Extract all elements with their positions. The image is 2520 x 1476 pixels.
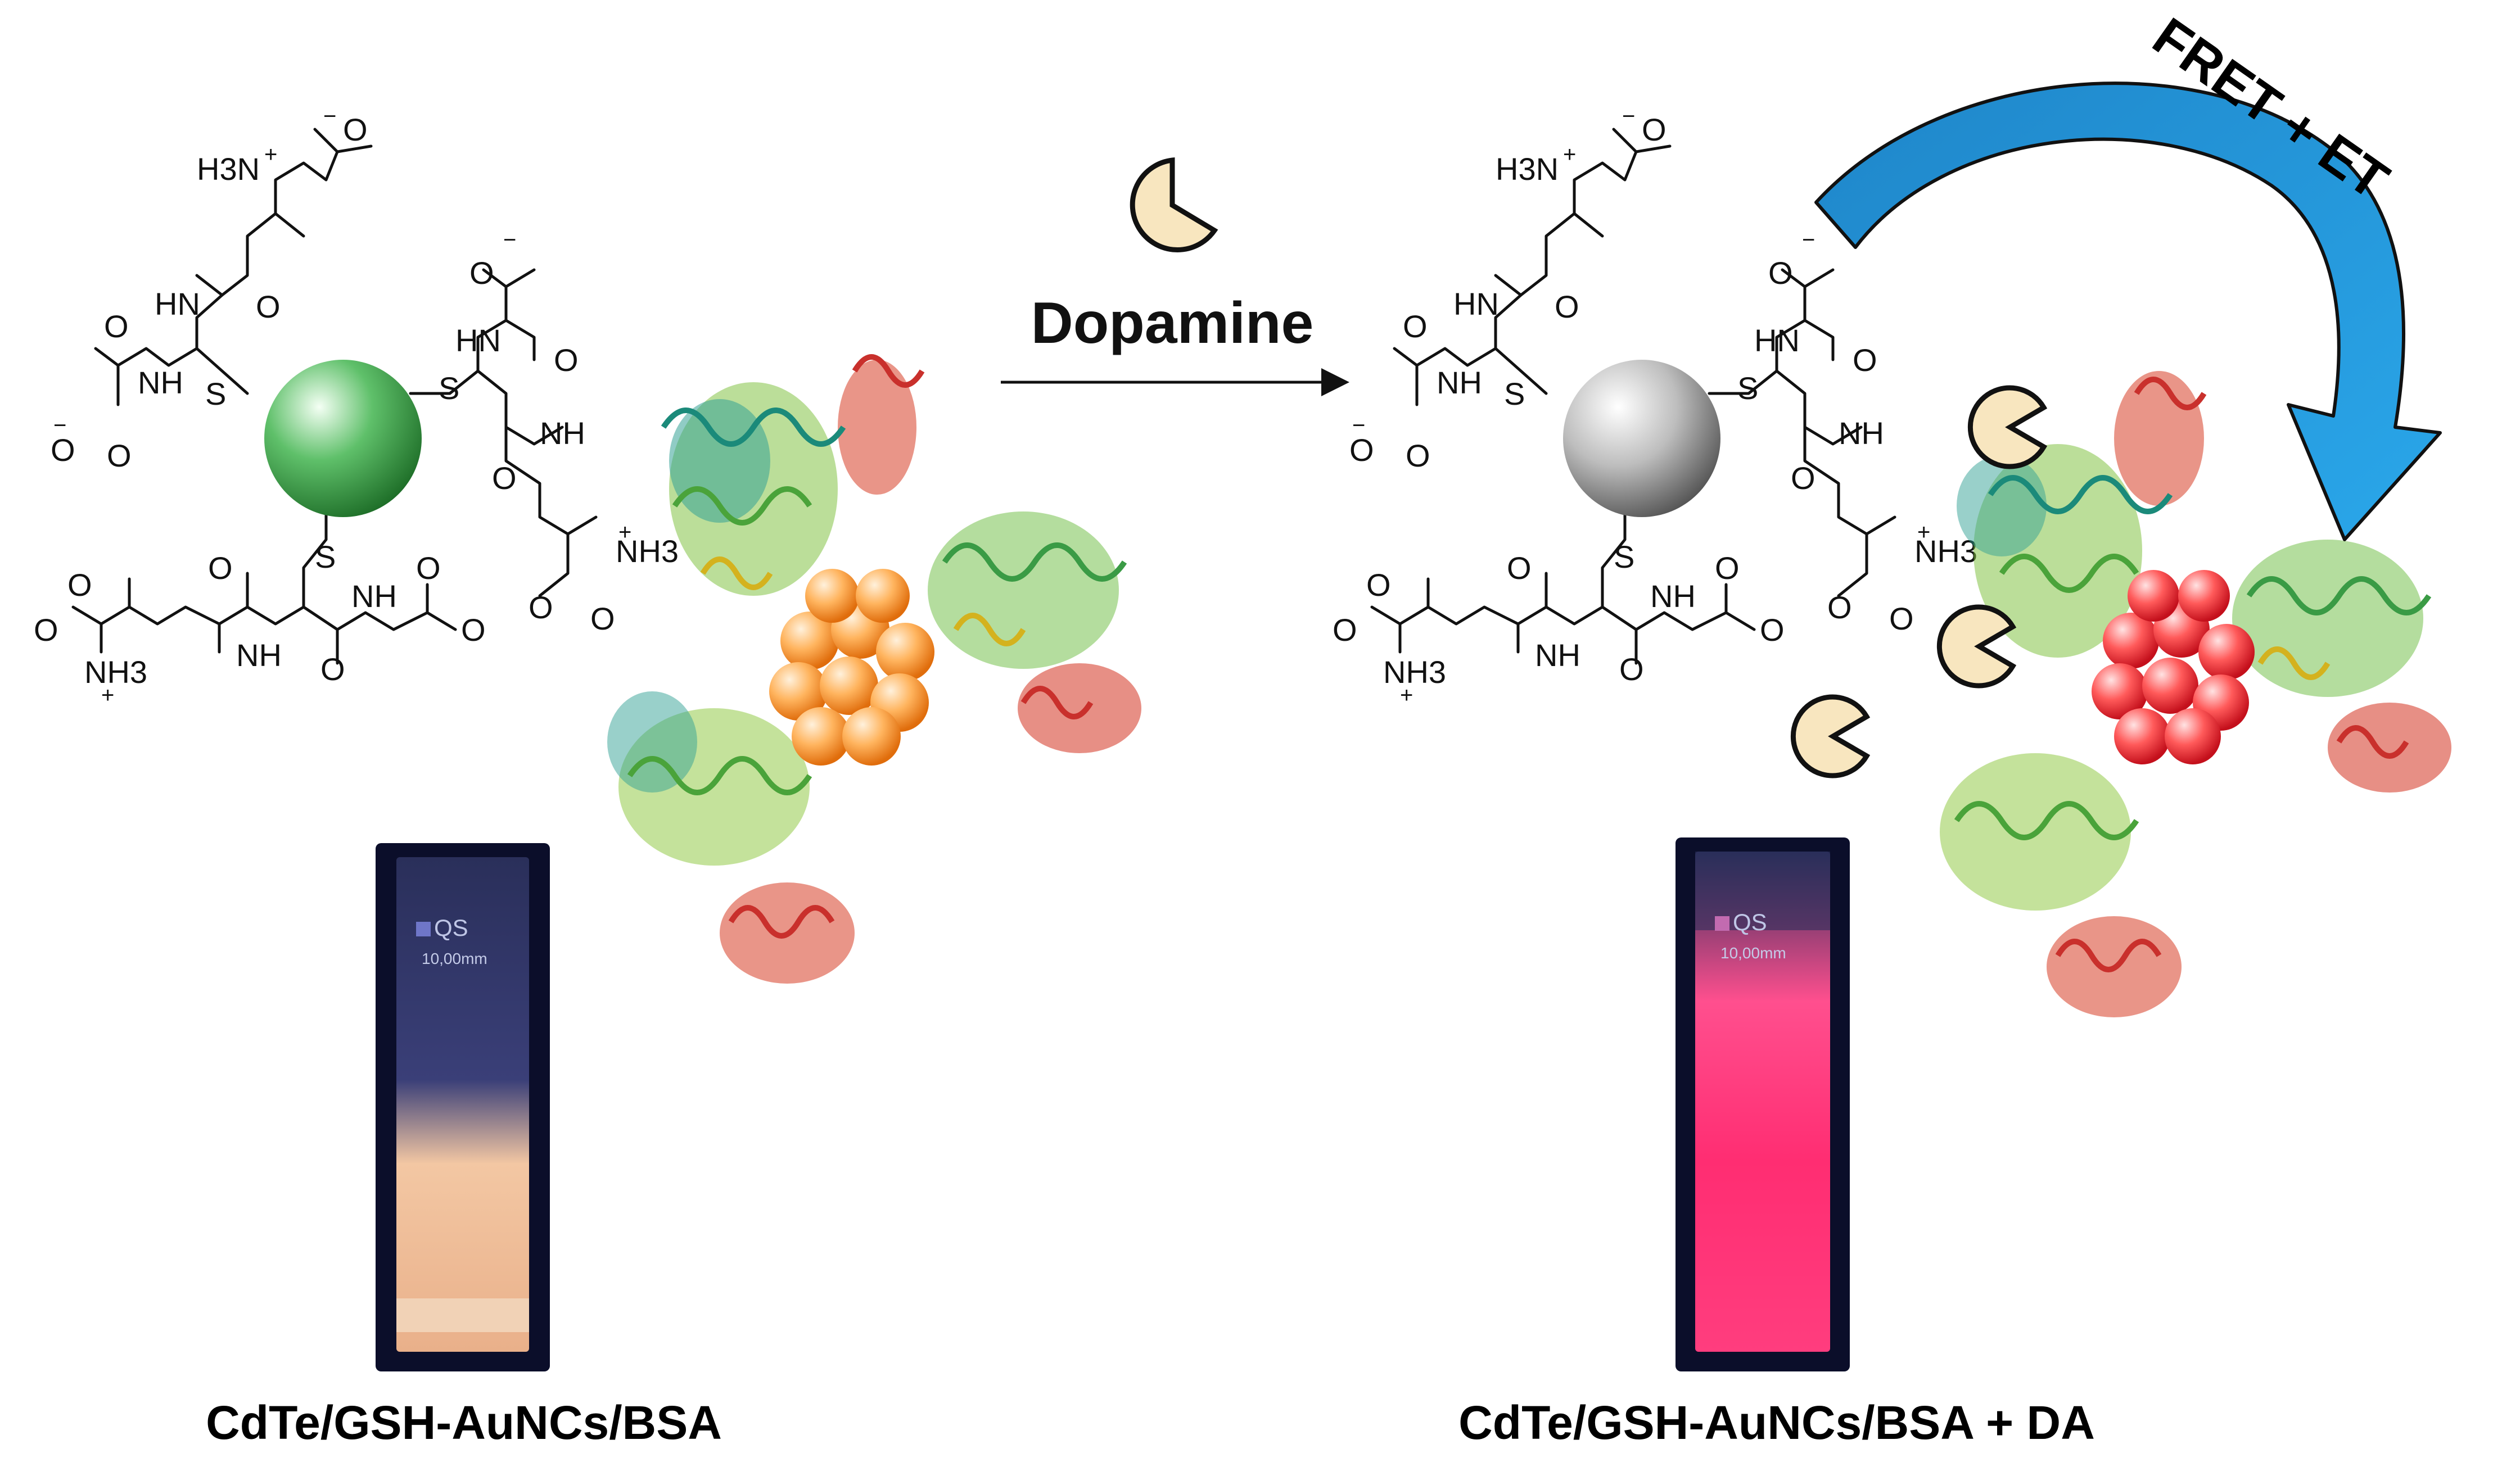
left-cdte-cluster: [769, 569, 934, 766]
right-o-8: O: [1715, 550, 1740, 586]
right-aunc-core: [1563, 360, 1720, 517]
right-cuvette: QS 10,00mm: [1676, 837, 1850, 1371]
left-o-minus-2: O: [469, 255, 494, 291]
left-sulfur-1: S: [205, 376, 226, 411]
right-sulfur-3: S: [1614, 539, 1634, 574]
left-cuvette: QS 10,00mm: [376, 843, 550, 1371]
right-amide-nh: NH: [1437, 365, 1482, 400]
left-o-minus-1: O: [51, 432, 75, 468]
right-o-top: O: [1642, 112, 1667, 147]
left-o-gly: O: [104, 309, 129, 344]
right-o-4: O: [1827, 590, 1852, 625]
right-amide-nh-4: NH: [1650, 578, 1696, 614]
left-o-6: O: [208, 550, 233, 586]
left-plus-3: +: [101, 683, 114, 708]
right-o-minus-4: O: [1889, 601, 1914, 636]
right-amide-hn: HN: [1453, 286, 1499, 322]
right-caption: CdTe/GSH-AuNCs/BSA + DA: [1458, 1396, 2095, 1449]
right-o-1: O: [1406, 438, 1430, 473]
right-sulfur-2: S: [1737, 370, 1758, 406]
reagent-label: Dopamine: [1031, 291, 1314, 356]
right-amide-hn-2: HN: [1754, 323, 1800, 358]
right-panel: H3N + O − HN O O NH S O O − S O − HN O N…: [1333, 6, 2451, 1449]
left-o-amide: O: [256, 289, 281, 324]
dopamine-molecules: [1790, 385, 2048, 778]
right-ammonium-right-label: NH3: [1914, 533, 1977, 569]
right-ammonium-bottom-label: NH3: [1383, 654, 1446, 690]
left-o-minus-8: O: [461, 612, 486, 648]
left-cuvette-brand: QS: [434, 914, 468, 941]
left-o-5: O: [67, 567, 92, 603]
left-panel: H3N + O − HN O O NH S O O − S O − HN O N…: [34, 104, 1141, 1449]
right-cdte-cluster: [2092, 570, 2255, 764]
right-o-3: O: [1791, 460, 1816, 496]
right-o-minus-2: O: [1768, 255, 1793, 291]
dopamine-icon: [1967, 385, 2048, 469]
left-amide-hn-2: HN: [455, 323, 501, 358]
right-o-minus-1: O: [1349, 432, 1374, 468]
right-sulfur-1: S: [1504, 376, 1525, 411]
left-minus-top: −: [323, 104, 336, 129]
left-o-8: O: [416, 550, 441, 586]
right-minus-top: −: [1622, 104, 1635, 129]
right-o-6: O: [1507, 550, 1532, 586]
right-o-7: O: [1619, 651, 1644, 687]
right-cuvette-pathlength: 10,00mm: [1720, 944, 1786, 962]
left-amide-hn: HN: [155, 286, 200, 322]
left-sulfur-2: S: [439, 370, 459, 406]
left-sulfur-3: S: [315, 539, 336, 574]
left-o-4: O: [529, 590, 553, 625]
right-minus-1: −: [1352, 413, 1365, 438]
left-o-top: O: [343, 112, 368, 147]
left-o-minus-5: O: [34, 612, 58, 648]
left-ammonium-right-label: NH3: [616, 533, 679, 569]
left-amide-nh: NH: [138, 365, 183, 400]
right-o-amide: O: [1555, 289, 1579, 324]
right-plus-3: +: [1400, 683, 1413, 708]
right-plus-charge: +: [1563, 142, 1576, 167]
right-o-minus-8: O: [1760, 612, 1785, 648]
left-aunc-core: [264, 360, 422, 517]
right-plus-2: +: [1917, 520, 1930, 545]
right-o-gly: O: [1403, 309, 1428, 344]
left-o-2: O: [554, 342, 579, 378]
left-caption: CdTe/GSH-AuNCs/BSA: [206, 1396, 722, 1449]
right-o-5: O: [1366, 567, 1391, 603]
dopamine-icon: [1130, 157, 1218, 252]
left-cuvette-pathlength: 10,00mm: [422, 950, 487, 967]
right-cuvette-brand: QS: [1733, 909, 1767, 935]
fret-arrow: [1814, 82, 2442, 541]
left-plus-charge: +: [264, 142, 277, 167]
dopamine-icon: [1790, 694, 1871, 778]
dopamine-icon: [1936, 604, 2017, 689]
left-ammonium-bottom-label: NH3: [84, 654, 147, 690]
left-amide-nh-2: NH: [540, 415, 585, 451]
reaction-arrow-group: Dopamine: [1001, 157, 1349, 396]
left-amide-nh-4: NH: [351, 578, 397, 614]
left-o-7: O: [320, 651, 345, 687]
left-o-1: O: [107, 438, 132, 473]
left-bsa-protein: [607, 354, 1141, 984]
left-o-minus-4: O: [590, 601, 615, 636]
right-bsa-protein: [1940, 371, 2451, 1017]
right-ammonium-top-label: H3N: [1496, 151, 1559, 187]
right-o-2: O: [1853, 342, 1877, 378]
left-minus-1: −: [53, 413, 66, 438]
left-amide-nh-3: NH: [236, 637, 282, 673]
left-minus-2: −: [503, 228, 516, 252]
right-amide-nh-3: NH: [1535, 637, 1580, 673]
right-o-minus-5: O: [1333, 612, 1357, 648]
left-plus-2: +: [618, 520, 631, 545]
left-ammonium-top-label: H3N: [197, 151, 260, 187]
right-minus-2: −: [1802, 228, 1815, 252]
right-amide-nh-2: NH: [1839, 415, 1884, 451]
left-o-3: O: [492, 460, 517, 496]
